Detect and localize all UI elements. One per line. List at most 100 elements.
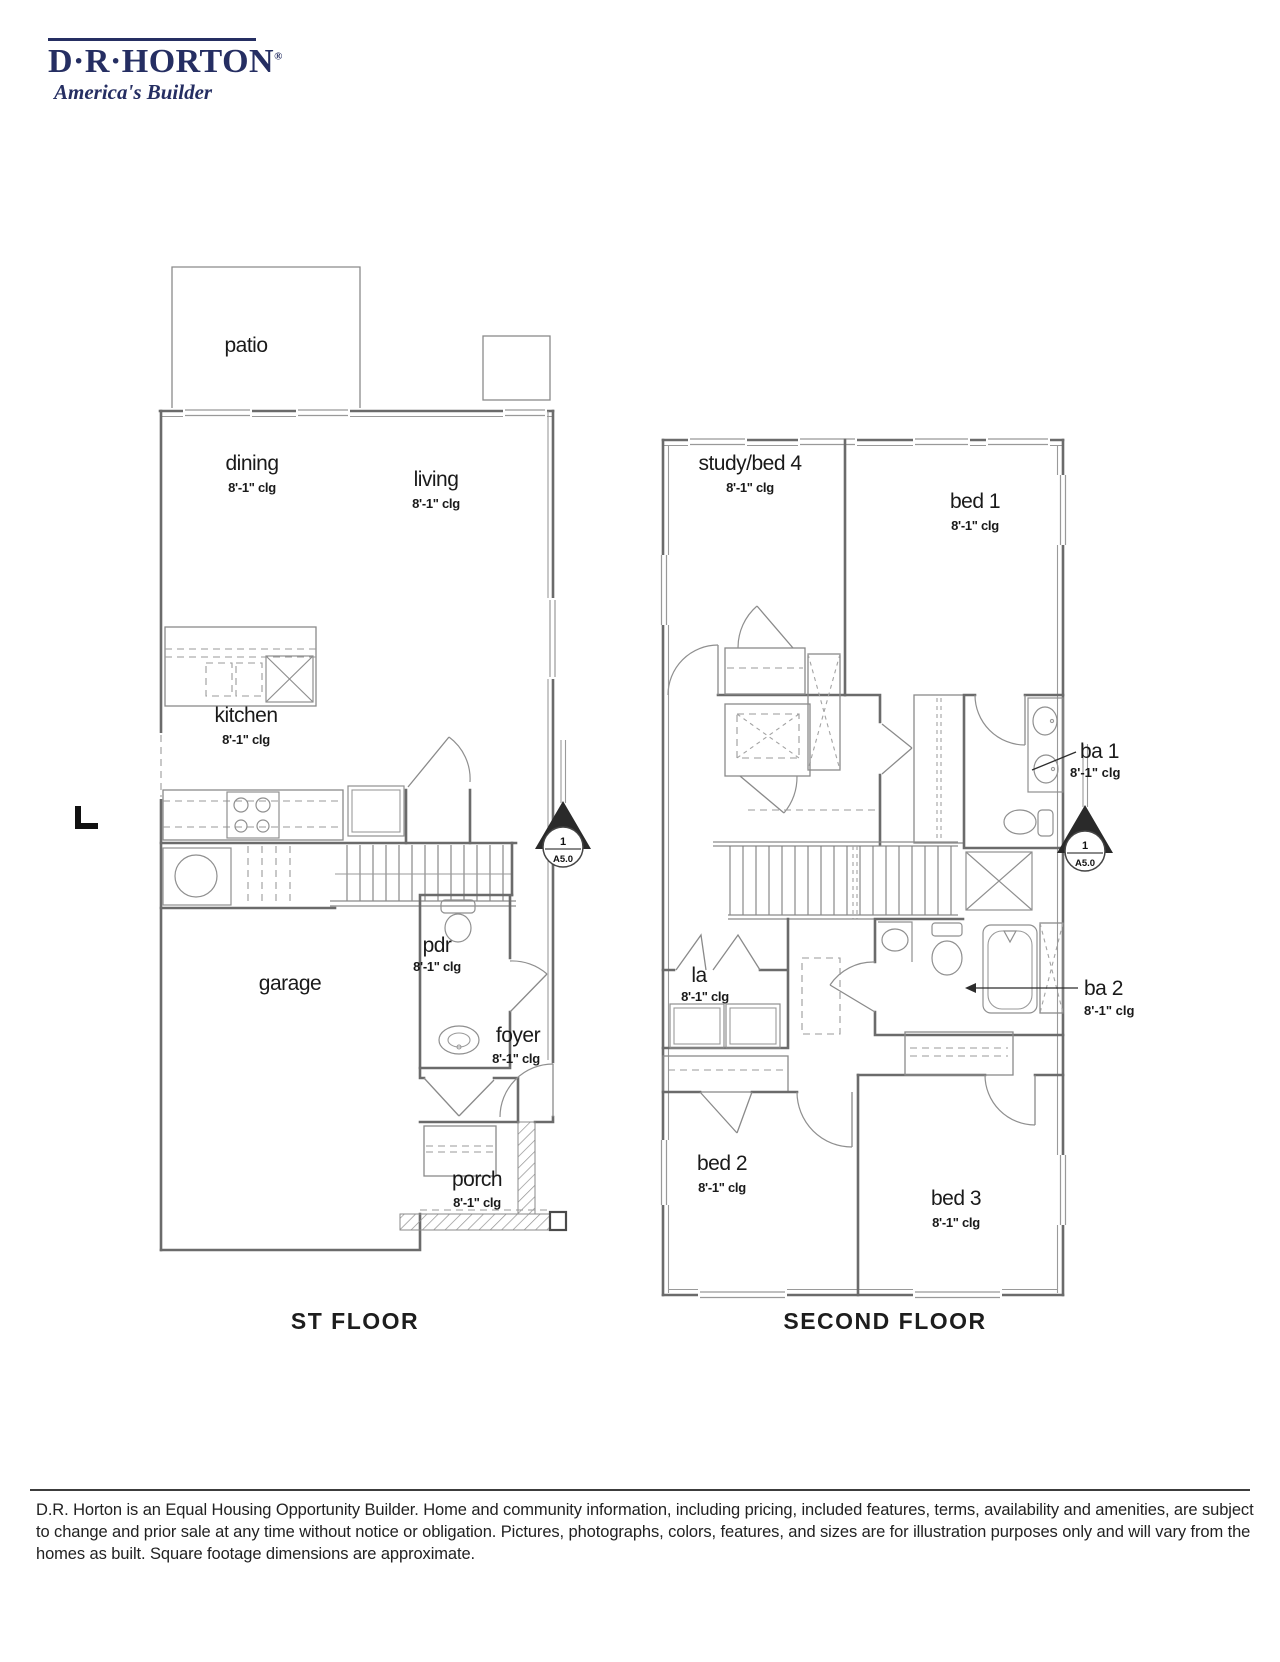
registered-mark: ® [274, 50, 283, 63]
section-number: 1 [560, 836, 566, 848]
hall-closets [724, 605, 841, 814]
second-floor-title: SECOND FLOOR [783, 1308, 987, 1334]
dr-horton-logo: D·R·HORTON® America's Builder [48, 38, 282, 105]
room-label-porch: porch [452, 1168, 502, 1191]
logo-rule [48, 38, 256, 41]
foyer-closet [423, 1125, 497, 1177]
section-sheet-2: A5.0 [1075, 858, 1095, 869]
bathtub [982, 924, 1038, 1014]
bed2-closet-doors [699, 1091, 753, 1134]
ba1-toilet-bowl [1003, 809, 1037, 835]
section-number-2: 1 [1082, 840, 1088, 852]
pdr-door-swing [509, 960, 548, 975]
ba2-door-leaf [829, 984, 876, 1013]
ba1-vanity [1027, 697, 1064, 793]
laundry-tub [159, 847, 337, 910]
bed2-entry [796, 1091, 853, 1148]
clg-bed1: 8'-1" clg [951, 518, 999, 533]
la-bifold-door-2 [712, 933, 761, 971]
crop-mark [75, 806, 98, 829]
section-marker-first: 1 A5.0 [535, 740, 591, 868]
porch-column [548, 1210, 568, 1232]
cabinet [347, 785, 405, 837]
closet-a [724, 647, 806, 695]
clg-ba2: 8'-1" clg [1084, 1003, 1134, 1018]
logo-tagline: America's Builder [54, 80, 213, 105]
ba2-door-swing [829, 961, 876, 986]
room-label-garage: garage [259, 972, 321, 995]
room-label-bed3: bed 3 [931, 1187, 981, 1210]
ba2-leader-arrow [965, 983, 976, 993]
closet-b-door-swing [783, 775, 798, 814]
room-label-la: la [691, 964, 707, 987]
porch-structure [399, 1121, 568, 1232]
island-sink [265, 655, 314, 703]
pantry-door-leaf [407, 736, 450, 788]
first-floor-walls [158, 409, 555, 1252]
linen-closet [807, 653, 841, 771]
room-label-bed1: bed 1 [950, 490, 1000, 513]
ba2-toilet-bowl [931, 940, 963, 976]
first-floor-plan: 1 A5.0 patio dining 8'-1" clg living 8'-… [155, 266, 591, 1252]
clg-dining: 8'-1" clg [228, 480, 276, 495]
patio-outline [171, 266, 361, 408]
logo-brand-text: D·R·HORTON [48, 43, 275, 80]
room-label-foyer: foyer [496, 1024, 541, 1047]
wardrobe-double-doors [881, 723, 913, 775]
laundry-room [661, 917, 790, 1050]
ba2-toilet-tank [931, 922, 963, 937]
room-label-dining: dining [225, 452, 278, 475]
room-label-ba2: ba 2 [1084, 977, 1123, 1000]
kitchen-island [164, 626, 317, 707]
clg-la: 8'-1" clg [681, 989, 729, 1004]
toilet-bowl [444, 913, 472, 943]
front-entry [418, 1063, 554, 1124]
porch-hatch-bottom [399, 1213, 551, 1231]
closet-b [724, 703, 811, 777]
clg-kitchen: 8'-1" clg [222, 732, 270, 747]
ba1-toilet-tank [1037, 809, 1054, 837]
clg-pdr: 8'-1" clg [413, 959, 461, 974]
porch-hatch-right [517, 1121, 536, 1215]
closet-a-door-leaf [756, 605, 794, 649]
clg-porch: 8'-1" clg [453, 1195, 501, 1210]
bed3-door-swing [984, 1074, 1036, 1126]
toilet-tank [440, 899, 476, 914]
shower [965, 851, 1033, 911]
footer-divider [30, 1489, 1250, 1491]
powder-room [418, 893, 548, 1070]
ba1-door-swing [974, 694, 1026, 746]
bathroom-2 [829, 917, 1078, 1037]
clg-foyer: 8'-1" clg [492, 1051, 540, 1066]
front-door-swing [499, 1063, 554, 1118]
pad-square [482, 335, 551, 401]
la-bifold-door-1 [675, 933, 707, 971]
section-marker-second: 1 A5.0 [1057, 744, 1113, 872]
second-floor-plan: 1 A5.0 study/bed 4 8'-1" clg bed 1 8'-1"… [657, 434, 1134, 1302]
footer-disclaimer: D.R. Horton is an Equal Housing Opportun… [36, 1501, 1254, 1563]
bed2-door-swing [796, 1091, 853, 1148]
study-bed1-walls [667, 438, 847, 697]
ba1-leader [1031, 751, 1077, 771]
angled-doors [423, 1077, 495, 1117]
room-label-study-bed4: study/bed 4 [698, 452, 802, 475]
clg-bed2: 8'-1" clg [698, 1180, 746, 1195]
bed1-wardrobe [843, 693, 965, 847]
stove [226, 791, 280, 839]
first-floor-stairs [159, 841, 518, 907]
room-label-living: living [414, 468, 459, 491]
closet-b-door-leaf [739, 775, 785, 814]
pdr-door-leaf [509, 973, 548, 1013]
ba2-sink [881, 928, 909, 952]
washer [669, 1003, 725, 1049]
clg-living: 8'-1" clg [412, 496, 460, 511]
bed3-closet [856, 1031, 1065, 1126]
room-label-bed2: bed 2 [697, 1152, 747, 1175]
section-sheet: A5.0 [553, 854, 573, 865]
room-label-patio: patio [224, 334, 267, 357]
tub-faucet [1002, 930, 1018, 944]
kitchen-counter [162, 736, 472, 845]
closet-a-door-swing [737, 605, 758, 649]
ba2-linen [1039, 922, 1064, 1014]
